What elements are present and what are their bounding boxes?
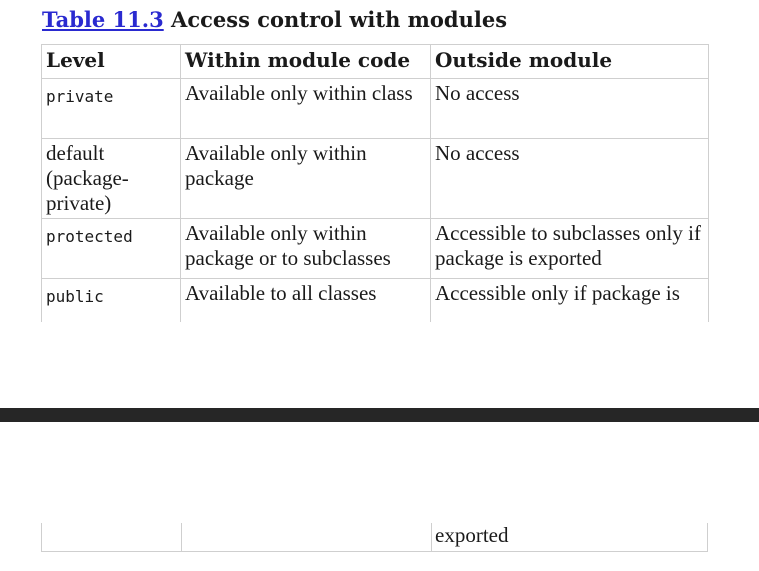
table-caption: Table 11.3 Access control with modules <box>42 7 507 32</box>
header-outside-module: Outside module <box>430 44 709 79</box>
header-within-module: Within module code <box>180 44 431 79</box>
table-title: Access control with modules <box>171 7 508 32</box>
level-cell: default (package-private) <box>41 138 181 219</box>
table-row-continuation: exported <box>41 523 708 552</box>
level-cell: private <box>41 78 181 139</box>
table-row: default (package-private) Available only… <box>41 138 709 219</box>
table-row: public Available to all classes Accessib… <box>41 278 709 322</box>
access-control-table: Level Within module code Outside module … <box>41 44 709 322</box>
outside-cell: Accessible only if package is <box>430 278 709 322</box>
outside-cell: No access <box>430 138 709 219</box>
column-separator <box>431 523 432 551</box>
table-number-link[interactable]: Table 11.3 <box>42 7 164 32</box>
within-cell: Available only within class <box>180 78 431 139</box>
table-row: protected Available only within package … <box>41 218 709 279</box>
header-level: Level <box>41 44 181 79</box>
column-separator <box>707 523 708 551</box>
table-header-row: Level Within module code Outside module <box>41 44 709 79</box>
page-break-divider <box>0 408 759 422</box>
outside-cell: No access <box>430 78 709 139</box>
outside-cell-continuation: exported <box>435 523 509 547</box>
outside-cell: Accessible to subclasses only if package… <box>430 218 709 279</box>
level-cell: protected <box>41 218 181 279</box>
within-cell: Available to all classes <box>180 278 431 322</box>
within-cell: Available only within package <box>180 138 431 219</box>
table-row: private Available only within class No a… <box>41 78 709 139</box>
column-separator <box>181 523 182 551</box>
within-cell: Available only within package or to subc… <box>180 218 431 279</box>
level-cell: public <box>41 278 181 322</box>
